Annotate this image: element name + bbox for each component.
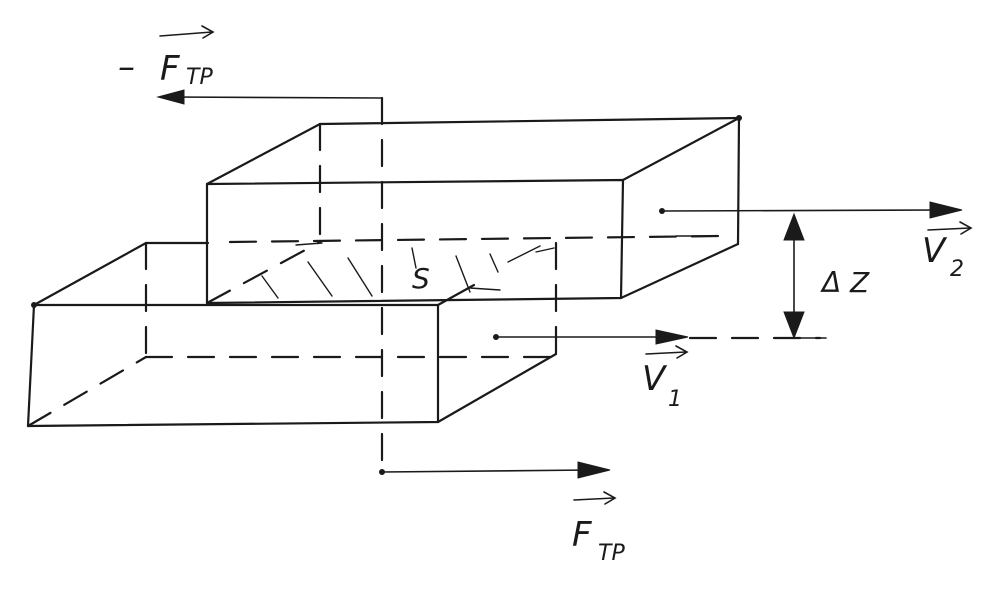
corner-dot [736, 115, 742, 121]
contact-area: S [261, 242, 555, 299]
velocity-top-arrow [659, 201, 963, 237]
upper-block [205, 116, 741, 305]
force-top-sign: – [118, 47, 135, 87]
area-label: S [412, 262, 430, 295]
lower-block [26, 241, 558, 428]
force-top-subscript: TP [186, 65, 213, 90]
vector-arrow-icon [927, 221, 973, 235]
velocity-bottom-subscript: 1 [668, 387, 682, 412]
vector-arrow-icon [159, 25, 215, 39]
gap-label: Δ Z [820, 266, 870, 299]
force-bottom-arrow [379, 461, 611, 479]
force-bottom-subscript: TP [598, 541, 625, 566]
gap-dimension: Δ Z [783, 212, 870, 340]
velocity-top-label: V 2 [922, 221, 973, 282]
force-top-label: – F TP [118, 25, 215, 90]
force-top-letter: F [160, 49, 180, 89]
vector-arrow-icon [573, 491, 617, 505]
velocity-bottom-arrow [493, 329, 822, 345]
velocity-bottom-label: V 1 [642, 345, 689, 412]
force-bottom-letter: F [572, 515, 592, 555]
corner-dot [31, 302, 37, 308]
velocity-top-subscript: 2 [950, 257, 964, 282]
force-bottom-label: F TP [572, 491, 625, 566]
velocity-top-letter: V [922, 231, 948, 271]
vector-arrow-icon [645, 345, 689, 359]
velocity-bottom-letter: V [642, 359, 668, 399]
force-top-arrow [156, 89, 383, 105]
